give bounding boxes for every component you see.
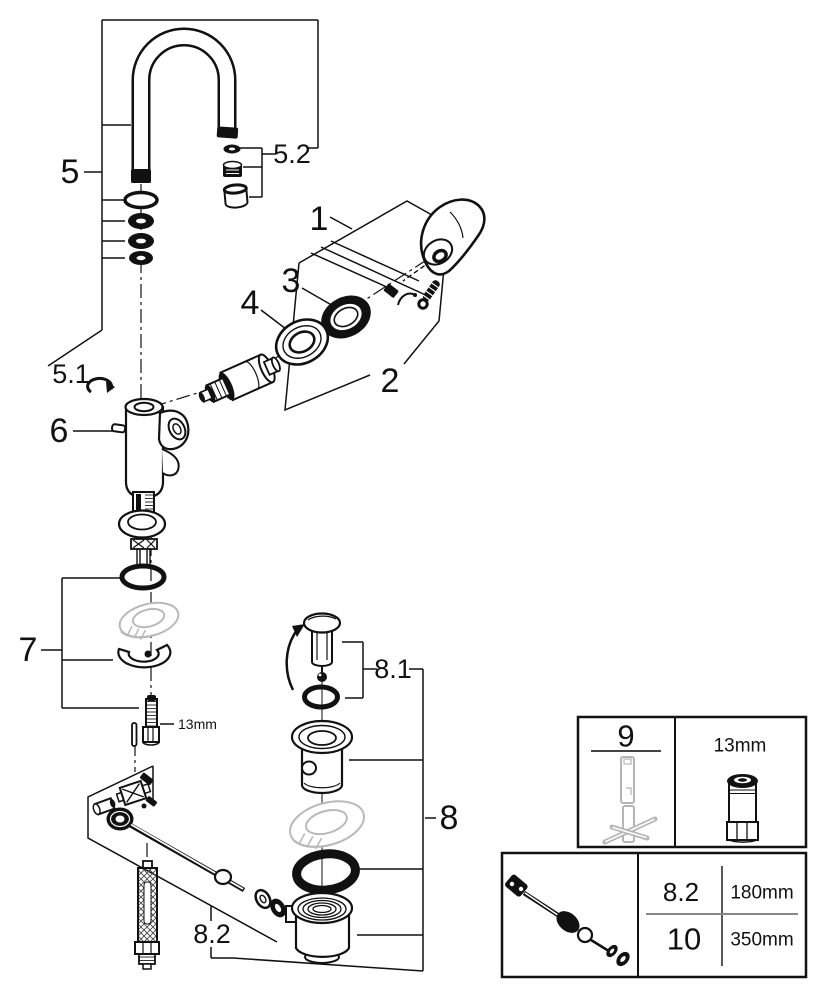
cartridge-drawing — [198, 353, 281, 404]
handle-drawing — [419, 198, 486, 276]
rod-drawing — [505, 874, 630, 967]
callout-4: 4 — [241, 284, 260, 322]
rod-row1-part: 8.2 — [663, 877, 699, 907]
tool-info-box: 9 13mm — [576, 715, 808, 849]
callout-6: 6 — [50, 412, 69, 450]
handle-fixing-parts — [383, 280, 440, 310]
rod-row2-length: 350mm — [730, 930, 793, 951]
spout-drawing — [131, 27, 239, 183]
tool-part-number: 9 — [617, 719, 634, 754]
supply-hose-drawing — [134, 860, 160, 970]
callout-8: 8 — [440, 799, 459, 837]
spout-seal-stack — [123, 190, 159, 265]
faucet-body-drawing — [110, 397, 190, 568]
rod-length-info-box: 8.2 180mm 10 350mm — [500, 851, 808, 979]
aerator-parts — [222, 144, 249, 209]
drain-plug-drawing — [285, 612, 342, 710]
popup-rod-assembly — [92, 772, 286, 918]
drain-gasket-drawing — [292, 849, 360, 895]
drain-flange-drawing — [290, 719, 354, 795]
callout-5-1: 5.1 — [52, 359, 90, 389]
callout-5-2: 5.2 — [273, 139, 311, 169]
tool-size-label: 13mm — [714, 736, 767, 757]
phantom-basin-small — [118, 601, 180, 640]
horseshoe-washer — [117, 643, 172, 669]
callout-1: 1 — [310, 200, 329, 238]
callout-2: 2 — [381, 362, 400, 400]
threaded-stud — [131, 695, 160, 747]
mounting-oring — [119, 563, 167, 591]
socket-drawing — [726, 774, 759, 843]
cap-ring — [274, 318, 330, 366]
tool-drawing — [602, 756, 658, 845]
drain-body-drawing — [285, 891, 354, 964]
callout-3: 3 — [282, 262, 301, 300]
escutcheon-ring — [321, 295, 371, 339]
stud-size-label: 13mm — [178, 716, 217, 732]
rotate-arrow-icon — [86, 376, 115, 394]
callout-8-1: 8.1 — [374, 654, 412, 684]
callout-8-2: 8.2 — [193, 919, 231, 949]
phantom-basin-large — [289, 800, 365, 850]
rod-row2-part: 10 — [667, 922, 701, 957]
callout-labels: 5 5.2 1 3 4 2 5.1 6 7 13mm 8.1 8 8.2 — [19, 139, 459, 949]
leader-lines — [41, 19, 449, 972]
rod-row1-length: 180mm — [730, 883, 793, 904]
callout-7: 7 — [19, 631, 38, 669]
callout-5: 5 — [61, 153, 80, 191]
